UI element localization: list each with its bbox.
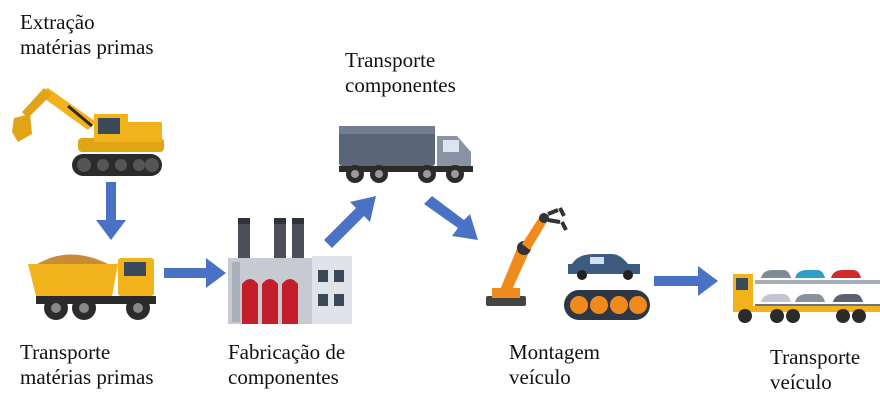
dump-truck-icon xyxy=(28,254,156,320)
excavator-icon xyxy=(12,88,164,176)
factory-icon xyxy=(228,218,352,324)
label-vehicle-transport: Transporte veículo xyxy=(770,345,861,394)
box-truck-icon xyxy=(339,126,473,183)
arrow-down-right xyxy=(424,196,478,240)
label-manufacturing: Fabricação de componentes xyxy=(228,340,346,389)
arrow-right-2 xyxy=(654,266,718,296)
car-carrier-truck-icon xyxy=(733,270,880,323)
arrow-down xyxy=(96,182,126,240)
arrow-up-right xyxy=(324,196,376,248)
arrow-right-1 xyxy=(164,258,226,288)
label-component-transport: Transporte componentes xyxy=(345,48,456,97)
label-raw-material-transport: Transporte matérias primas xyxy=(20,340,154,389)
robot-arm-assembly-icon xyxy=(486,207,650,320)
supply-chain-diagram: Extração matérias primas Transporte maté… xyxy=(12,10,880,394)
label-extraction: Extração matérias primas xyxy=(20,10,154,59)
label-assembly: Montagem veículo xyxy=(509,340,600,389)
